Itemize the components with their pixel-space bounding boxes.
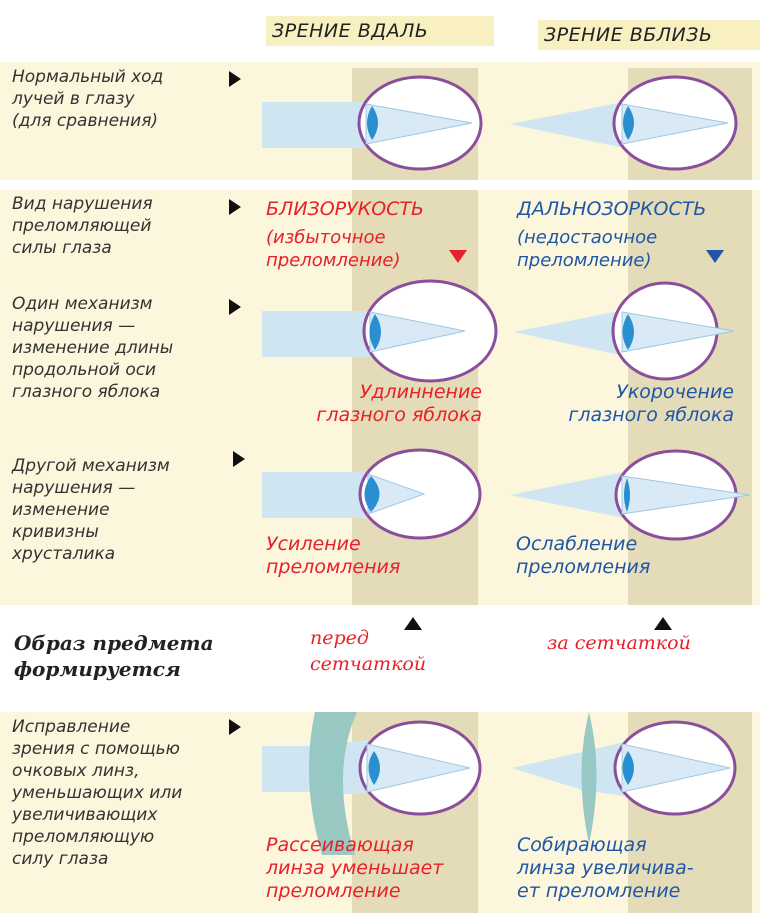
arrow-right-icon xyxy=(229,719,241,735)
triangle-up-icon xyxy=(654,617,672,630)
blue-triangle-down-icon xyxy=(706,250,724,263)
header-far-vision: ЗРЕНИЕ ВДАЛЬ xyxy=(266,16,494,46)
red-triangle-down-icon xyxy=(449,250,467,263)
label-disorder-type: Вид нарушения преломляющей силы глаза xyxy=(12,194,153,258)
hyperopia-curvature-caption: Ослабление преломления xyxy=(516,533,651,578)
arrow-right-icon xyxy=(229,71,241,87)
arrow-right-icon xyxy=(229,199,241,215)
label-normal: Нормальный ход лучей в глазу (для сравне… xyxy=(12,67,164,131)
myopia-length-caption: Удлиннение глазного яблока xyxy=(316,381,482,426)
hyperopia-subtitle: (недостаочное преломление) xyxy=(517,227,658,271)
hyperopia-length-caption: Укорочение глазного яблока xyxy=(568,381,734,426)
label-image-formed: Образ предмета формируется xyxy=(14,631,214,681)
myopia-image-note: перед сетчаткой xyxy=(310,627,427,675)
label-axis-length: Один механизм нарушения — изменение длин… xyxy=(12,294,174,402)
header-near-vision: ЗРЕНИЕ ВБЛИЗЬ xyxy=(538,20,760,50)
label-correction: Исправление зрения с помощью очковых лин… xyxy=(12,717,183,869)
label-lens-curvature: Другой механизм нарушения — изменение кр… xyxy=(12,456,170,564)
arrow-right-icon xyxy=(233,451,245,467)
triangle-up-icon xyxy=(404,617,422,630)
myopia-subtitle: (избыточное преломление) xyxy=(266,227,401,271)
myopia-title: БЛИЗОРУКОСТЬ xyxy=(266,198,425,220)
hyperopia-title: ДАЛЬНОЗОРКОСТЬ xyxy=(517,198,707,220)
arrow-right-icon xyxy=(229,299,241,315)
myopia-curvature-caption: Усиление преломления xyxy=(266,533,401,578)
myopia-correction-caption: Рассеивающая линза уменьшает преломление xyxy=(266,834,444,902)
hyperopia-correction-caption: Собирающая линза увеличива- ет преломлен… xyxy=(517,834,694,902)
hyperopia-image-note: за сетчаткой xyxy=(547,632,691,654)
